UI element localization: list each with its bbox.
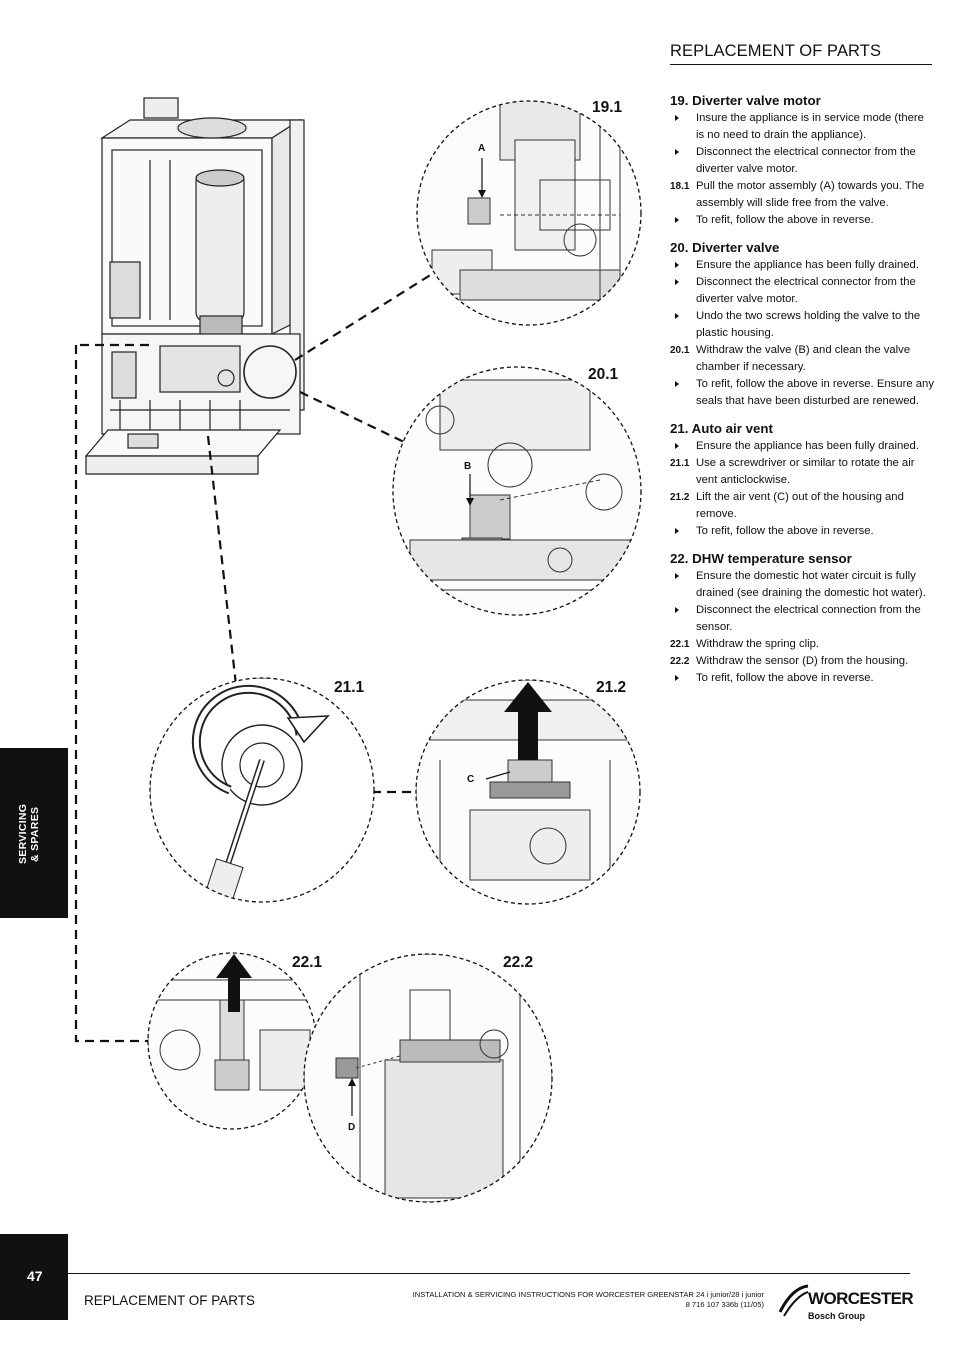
boiler-drawing xyxy=(84,97,305,475)
instruction-item: 22.1 Withdraw the spring clip. xyxy=(670,636,934,653)
instruction-item: 20.1 Withdraw the valve (B) and clean the… xyxy=(670,342,934,376)
instruction-item: 18.1 Pull the motor assembly (A) towards … xyxy=(670,178,934,212)
instruction-text: Ensure the domestic hot water circuit is… xyxy=(696,570,926,599)
instruction-item: Disconnect the electrical connection fro… xyxy=(670,602,934,636)
figure-19-1-art xyxy=(417,101,641,325)
section-title: 21. Auto air vent xyxy=(670,421,773,436)
bullet-arrow-icon xyxy=(675,115,679,121)
instruction-item: Ensure the appliance has been fully drai… xyxy=(670,438,934,455)
callout-b: B xyxy=(464,461,472,472)
instruction-text: Disconnect the electrical connector from… xyxy=(696,146,916,175)
side-tab-label: SERVICING& SPARES xyxy=(17,803,41,865)
figure-label-21-2: 21.2 xyxy=(596,679,627,696)
connector-lines xyxy=(74,273,433,1043)
bullet-arrow-icon xyxy=(675,313,679,319)
footer-document-info: INSTALLATION & SERVICING INSTRUCTIONS FO… xyxy=(412,1290,764,1309)
footer-title: REPLACEMENT OF PARTS xyxy=(84,1293,256,1308)
bullet-arrow-icon xyxy=(675,279,679,285)
bullet-arrow-icon xyxy=(675,607,679,613)
instruction-text: Undo the two screws holding the valve to… xyxy=(696,310,921,339)
instruction-text: Ensure the appliance has been fully drai… xyxy=(696,259,919,271)
instruction-text: Ensure the appliance has been fully drai… xyxy=(696,440,919,452)
instruction-text: Withdraw the spring clip. xyxy=(696,638,820,650)
instruction-item: Disconnect the electrical connector from… xyxy=(670,274,934,308)
figure-label-21-1: 21.1 xyxy=(334,679,365,696)
brand-subtitle: Bosch Group xyxy=(808,1311,866,1321)
instruction-item: Ensure the appliance has been fully drai… xyxy=(670,257,934,274)
instruction-item: Disconnect the electrical connector from… xyxy=(670,144,934,178)
instruction-text: Pull the motor assembly (A) towards you.… xyxy=(696,180,925,209)
figure-21-1-art xyxy=(150,678,374,902)
bullet-arrow-icon xyxy=(675,528,679,534)
bullet-arrow-icon xyxy=(675,217,679,223)
instruction-item: To refit, follow the above in reverse. xyxy=(670,523,934,540)
worcester-logo-icon xyxy=(778,1284,809,1317)
figure-label-19-1: 19.1 xyxy=(592,99,623,116)
step-number: 22.2 xyxy=(670,656,690,667)
step-number: 20.1 xyxy=(670,345,690,356)
instruction-text: To refit, follow the above in reverse. E… xyxy=(696,378,934,407)
instruction-item: 22.2 Withdraw the sensor (D) from the hou… xyxy=(670,653,934,670)
instruction-item: Insure the appliance is in service mode … xyxy=(670,110,934,144)
step-number: 21.2 xyxy=(670,492,690,503)
figure-label-20-1: 20.1 xyxy=(588,366,619,383)
section-title: 19. Diverter valve motor xyxy=(670,93,821,108)
instruction-text: Lift the air vent (C) out of the housing… xyxy=(696,491,904,520)
instruction-text: Withdraw the valve (B) and clean the val… xyxy=(696,344,911,373)
page-number: 47 xyxy=(27,1268,43,1284)
section-title: 22. DHW temperature sensor xyxy=(670,551,852,566)
step-number: 18.1 xyxy=(670,181,690,192)
bullet-arrow-icon xyxy=(675,443,679,449)
figure-label-22-1: 22.1 xyxy=(292,954,323,971)
instruction-item: Ensure the domestic hot water circuit is… xyxy=(670,568,934,602)
side-tab xyxy=(0,748,68,918)
instruction-item: Undo the two screws holding the valve to… xyxy=(670,308,934,342)
bullet-arrow-icon xyxy=(675,573,679,579)
instruction-item: To refit, follow the above in reverse. E… xyxy=(670,376,934,410)
bullet-arrow-icon xyxy=(675,675,679,681)
instruction-text: Disconnect the electrical connection fro… xyxy=(696,604,921,633)
callout-a: A xyxy=(478,143,486,154)
bullet-arrow-icon xyxy=(675,149,679,155)
instruction-text: Use a screwdriver or similar to rotate t… xyxy=(696,457,915,486)
instruction-item: To refit, follow the above in reverse. xyxy=(670,670,934,687)
brand-name: WORCESTER xyxy=(808,1289,914,1308)
bullet-arrow-icon xyxy=(675,381,679,387)
figure-20-1-art xyxy=(393,367,641,615)
instruction-text: To refit, follow the above in reverse. xyxy=(696,672,874,684)
figure-22-2-art xyxy=(304,954,552,1202)
instruction-text: To refit, follow the above in reverse. xyxy=(696,214,874,226)
footer-divider xyxy=(68,1273,910,1274)
page-title: REPLACEMENT OF PARTS xyxy=(670,42,932,65)
step-number: 22.1 xyxy=(670,639,690,650)
step-number: 21.1 xyxy=(670,458,690,469)
instruction-item: 21.1 Use a screwdriver or similar to rota… xyxy=(670,455,934,489)
section-title: 20. Diverter valve xyxy=(670,240,780,255)
instruction-text: Disconnect the electrical connector from… xyxy=(696,276,916,305)
bullet-arrow-icon xyxy=(675,262,679,268)
callout-c: C xyxy=(467,774,475,785)
page-number-tab xyxy=(0,1234,68,1320)
callout-d: D xyxy=(348,1122,356,1133)
instruction-item: 21.2 Lift the air vent (C) out of the hou… xyxy=(670,489,934,523)
instruction-item: To refit, follow the above in reverse. xyxy=(670,212,934,229)
instruction-text: Insure the appliance is in service mode … xyxy=(696,112,924,141)
instruction-text: Withdraw the sensor (D) from the housing… xyxy=(696,655,909,667)
figure-label-22-2: 22.2 xyxy=(503,954,534,971)
instruction-text: To refit, follow the above in reverse. xyxy=(696,525,874,537)
